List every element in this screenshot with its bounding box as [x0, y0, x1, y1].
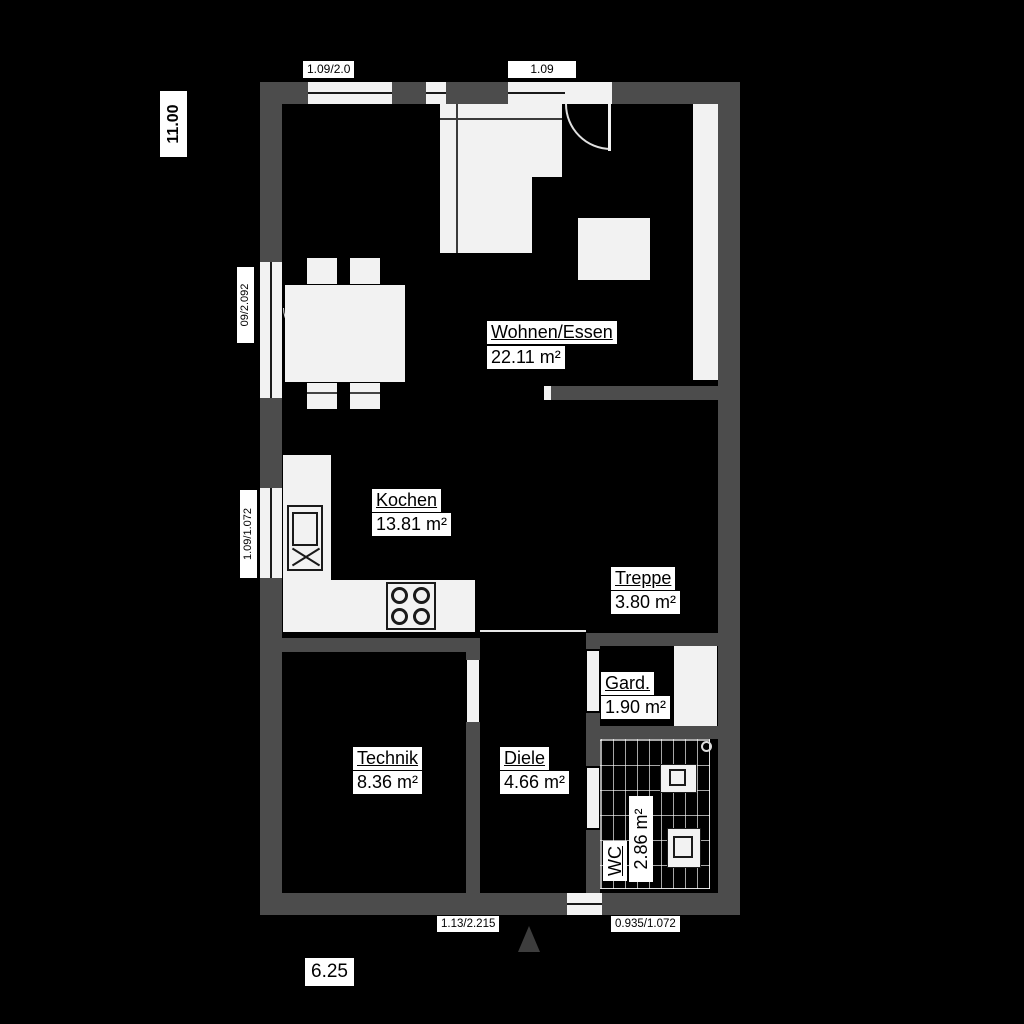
entrance-door-leaf	[608, 104, 611, 151]
stove-burner	[391, 608, 408, 625]
technik-door-leaf	[467, 660, 479, 722]
window-left-upper	[260, 262, 282, 398]
room-label-wc: WC	[603, 841, 627, 881]
technik-top-wall	[282, 638, 466, 652]
room-label-kochen: Kochen	[372, 489, 442, 512]
window-left-lower	[260, 488, 282, 578]
room-label-treppe: Treppe	[611, 567, 676, 590]
left-wall-segment	[260, 578, 282, 915]
washbasin-bowl	[673, 836, 693, 858]
dimension-left-total: 11.00	[160, 91, 187, 157]
dining-chair	[307, 258, 337, 284]
room-label-technik: Technik	[353, 747, 423, 770]
north-arrow-icon	[518, 926, 540, 952]
chair-back-line	[350, 392, 380, 394]
diele-right-wall	[586, 713, 600, 766]
dimension-left-lower: 1.09/1.072	[240, 490, 257, 578]
window-top-left	[308, 82, 392, 104]
technik-diele-wall	[466, 722, 480, 893]
room-area-gard: 1.90 m²	[601, 696, 671, 719]
window-glazing-line	[270, 262, 272, 398]
sideboard	[693, 104, 718, 380]
room-area-diele: 4.66 m²	[500, 771, 570, 794]
pipe-circle	[701, 741, 712, 752]
stove	[386, 582, 436, 630]
bottom-wall-segment	[602, 893, 740, 915]
dining-chair	[307, 383, 337, 409]
room-area-treppe: 3.80 m²	[611, 591, 681, 614]
dimension-top-right: 1.09	[508, 61, 576, 78]
dimension-top-left: 1.09/2.0	[303, 61, 355, 78]
top-wall-segment	[446, 82, 508, 104]
dimension-bottom-door: 1.13/2.215	[437, 916, 500, 933]
window-glazing-line	[270, 488, 272, 578]
dimension-bottom-total: 6.25	[305, 958, 354, 986]
washbasin	[667, 828, 701, 868]
room-area-wohnen: 22.11 m²	[487, 346, 565, 369]
room-label-wohnen: Wohnen/Essen	[487, 321, 617, 344]
stove-burner	[413, 587, 430, 604]
dining-table	[285, 285, 405, 382]
sink-basin	[292, 512, 318, 546]
toilet-bowl	[669, 769, 686, 786]
dining-chair	[350, 258, 380, 284]
top-wall-segment	[392, 82, 426, 104]
window-glazing-line	[508, 92, 565, 94]
kitchen-counter	[283, 580, 475, 632]
wardrobe	[674, 646, 717, 726]
coffee-table	[578, 218, 650, 280]
gard-wc-wall	[598, 726, 740, 739]
wall-end-cap	[544, 386, 551, 400]
entrance-door-opening	[565, 82, 612, 104]
bottom-wall-segment	[260, 893, 567, 915]
room-label-diele: Diele	[500, 747, 550, 770]
window-top-small	[426, 82, 446, 104]
room-area-kochen: 13.81 m²	[372, 513, 452, 536]
technik-diele-wall	[466, 638, 480, 660]
room-label-gard: Gard.	[601, 672, 655, 695]
sofa	[440, 104, 532, 253]
chair-back-line	[307, 392, 337, 394]
gard-door-leaf	[587, 651, 599, 711]
wc-door-leaf	[587, 768, 599, 828]
left-wall-segment	[260, 82, 282, 262]
bottom-door-opening	[567, 893, 602, 915]
sofa-seam	[440, 118, 562, 120]
entrance-door-swing-arc	[565, 104, 611, 150]
right-wall	[718, 82, 740, 915]
diele-right-wall	[586, 830, 600, 893]
toilet	[660, 764, 697, 793]
kochen-diele-threshold	[480, 630, 586, 632]
window-glazing-line	[426, 92, 446, 94]
door-threshold-line	[567, 903, 602, 905]
dining-chair	[350, 383, 380, 409]
dimension-left-upper: 09/2.092	[237, 267, 254, 343]
wohnen-treppe-wall	[551, 386, 740, 400]
sofa-seam	[456, 104, 458, 253]
stove-burner	[413, 608, 430, 625]
left-wall-segment	[260, 398, 282, 488]
window-glazing-line	[308, 92, 392, 94]
top-wall-segment	[612, 82, 740, 104]
room-area-wc: 2.86 m²	[629, 796, 653, 882]
window-top-right	[508, 82, 565, 104]
dimension-bottom-right: 0.935/1.072	[611, 916, 680, 933]
stove-burner	[391, 587, 408, 604]
room-area-technik: 8.36 m²	[353, 771, 423, 794]
treppe-gard-wall	[586, 633, 740, 646]
